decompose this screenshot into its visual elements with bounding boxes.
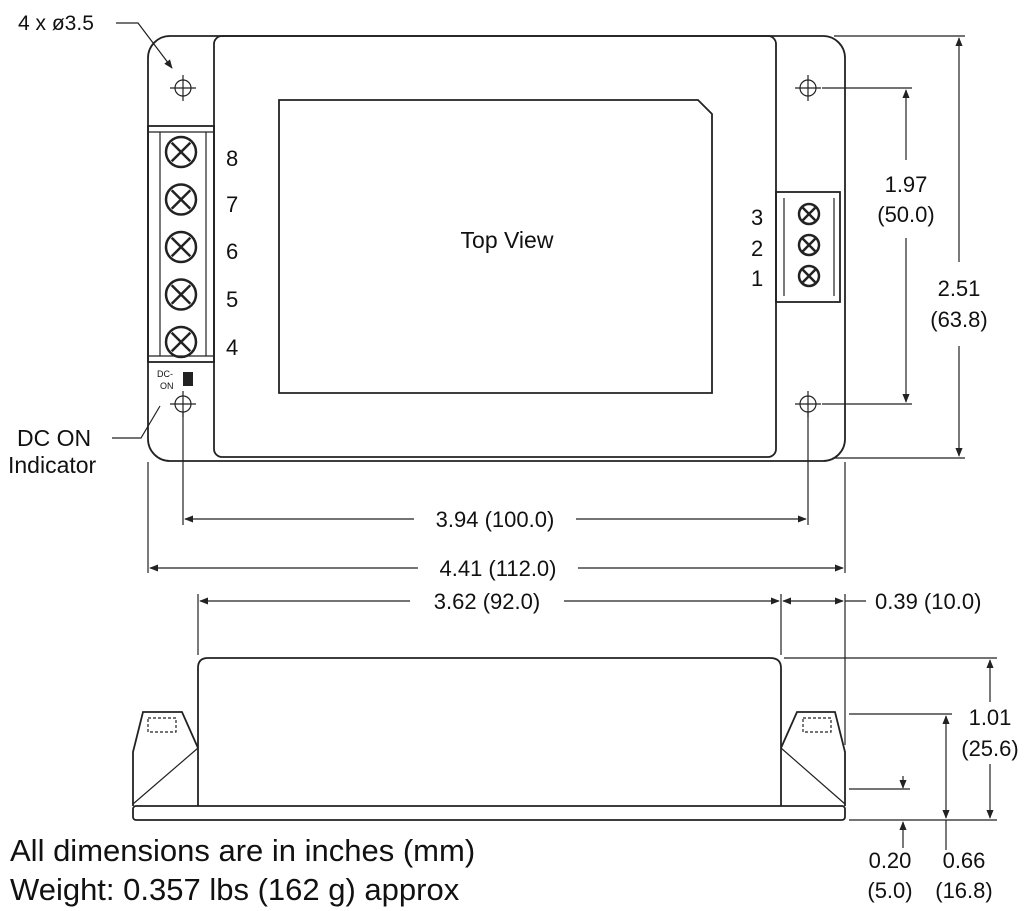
terminal-screw-icon xyxy=(164,325,198,359)
dim-body-length: 3.62 (92.0) xyxy=(434,589,540,614)
notes-weight: Weight: 0.357 lbs (162 g) approx xyxy=(10,872,460,907)
dim-base-thickness: 0.20 xyxy=(869,848,912,873)
indicator-label-line1: DC ON xyxy=(17,425,91,451)
right-pin-label: 1 xyxy=(751,266,763,291)
left-screw-group xyxy=(164,135,198,359)
indicator-tag: ON xyxy=(160,381,174,391)
top-view-label: Top View xyxy=(461,227,554,253)
terminal-screw-icon xyxy=(797,202,821,226)
right-flange xyxy=(780,711,846,806)
side-view xyxy=(132,657,846,821)
dc-on-led xyxy=(183,372,193,386)
right-screw-group xyxy=(797,202,821,288)
left-terminal-block xyxy=(147,125,215,363)
dim-flange-width: 0.39 (10.0) xyxy=(875,589,981,614)
terminal-screw-icon xyxy=(164,278,198,311)
side-base-plate xyxy=(132,805,846,821)
label-window xyxy=(278,99,713,394)
terminal-screw-icon xyxy=(164,135,198,169)
left-pin-label: 8 xyxy=(226,146,238,171)
dim-overall-width: 4.41 (112.0) xyxy=(439,556,556,581)
dim-total-height: 1.01 xyxy=(969,705,1012,730)
dim-base-thickness-mm: (5.0) xyxy=(867,878,912,903)
right-pin-label: 3 xyxy=(751,205,763,230)
dim-total-height-mm: (25.6) xyxy=(961,736,1018,761)
right-pin-label: 2 xyxy=(751,236,763,261)
right-terminal-block xyxy=(775,191,841,303)
dim-flange-height: 0.66 xyxy=(943,848,986,873)
dim-hole-spacing-vertical-mm: (50.0) xyxy=(877,202,934,227)
mounting-holes-label: 4 x ø3.5 xyxy=(18,12,94,35)
dim-hole-spacing-vertical: 1.97 xyxy=(885,172,928,197)
dim-hole-spacing-horizontal: 3.94 (100.0) xyxy=(436,507,555,532)
mounting-hole-icon xyxy=(170,75,196,101)
left-pin-label: 6 xyxy=(226,239,238,264)
left-pin-label: 5 xyxy=(226,287,238,312)
terminal-screw-icon xyxy=(797,233,821,257)
dim-overall-height-mm: (63.8) xyxy=(930,307,987,332)
left-pin-label: 4 xyxy=(226,335,238,360)
dim-flange-height-mm: (16.8) xyxy=(935,878,992,903)
top-view: Top View 8 7 6 5 4 3 2 1 xyxy=(8,12,846,478)
terminal-screw-icon xyxy=(797,264,821,288)
dim-overall-height: 2.51 xyxy=(938,276,981,301)
terminal-screw-icon xyxy=(164,230,198,264)
terminal-screw-icon xyxy=(164,183,198,216)
indicator-tag: DC- xyxy=(157,369,173,379)
side-view-dimensions: 3.62 (92.0) 0.39 (10.0) 1.01 (25.6) 0.66… xyxy=(197,589,1019,903)
side-body xyxy=(197,657,782,806)
mounting-hole-icon xyxy=(795,75,821,101)
left-pin-label: 7 xyxy=(226,192,238,217)
notes-units: All dimensions are in inches (mm) xyxy=(10,833,476,868)
top-view-dimensions: 1.97 (50.0) 2.51 (63.8) 3.94 (100.0) 4.4… xyxy=(147,35,988,581)
left-flange xyxy=(132,711,199,806)
indicator-label-line2: Indicator xyxy=(8,452,97,478)
